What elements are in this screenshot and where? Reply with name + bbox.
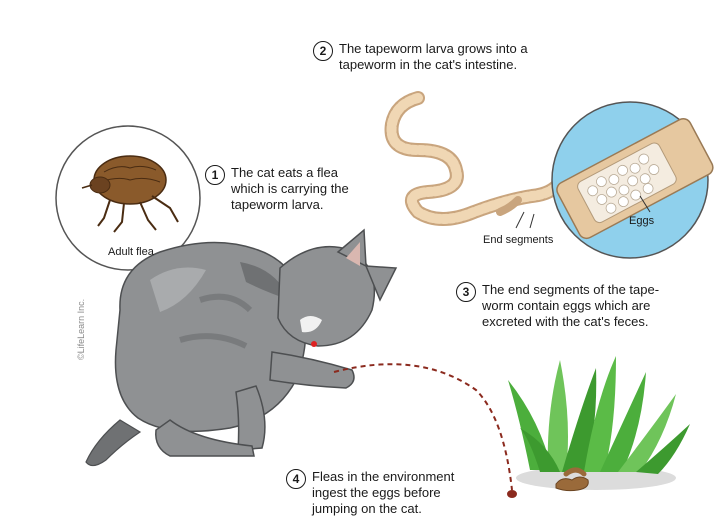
step-3: 3 The end segments of the tape- worm con… — [456, 282, 659, 330]
step-4: 4 Fleas in the environment ingest the eg… — [286, 469, 454, 517]
step-3-text: The end segments of the tape- worm conta… — [482, 282, 659, 330]
step-4-number: 4 — [286, 469, 306, 489]
step-2-number: 2 — [313, 41, 333, 61]
step-1: 1 The cat eats a flea which is carrying … — [205, 165, 349, 213]
step-1-text: The cat eats a flea which is carrying th… — [231, 165, 349, 213]
grass-illustration — [508, 356, 690, 491]
egg-magnifier — [552, 102, 716, 258]
step-2: 2 The tapeworm larva grows into a tapewo… — [313, 41, 528, 73]
end-segments-label: End segments — [483, 234, 553, 246]
copyright-text: ©LifeLearn Inc. — [76, 299, 86, 360]
step-2-text: The tapeworm larva grows into a tapeworm… — [339, 41, 528, 73]
step-1-number: 1 — [205, 165, 225, 185]
step-3-number: 3 — [456, 282, 476, 302]
eggs-label: Eggs — [629, 215, 654, 227]
small-flea-icon — [507, 490, 517, 498]
adult-flea-label: Adult flea — [108, 246, 154, 258]
step-4-text: Fleas in the environment ingest the eggs… — [312, 469, 454, 517]
